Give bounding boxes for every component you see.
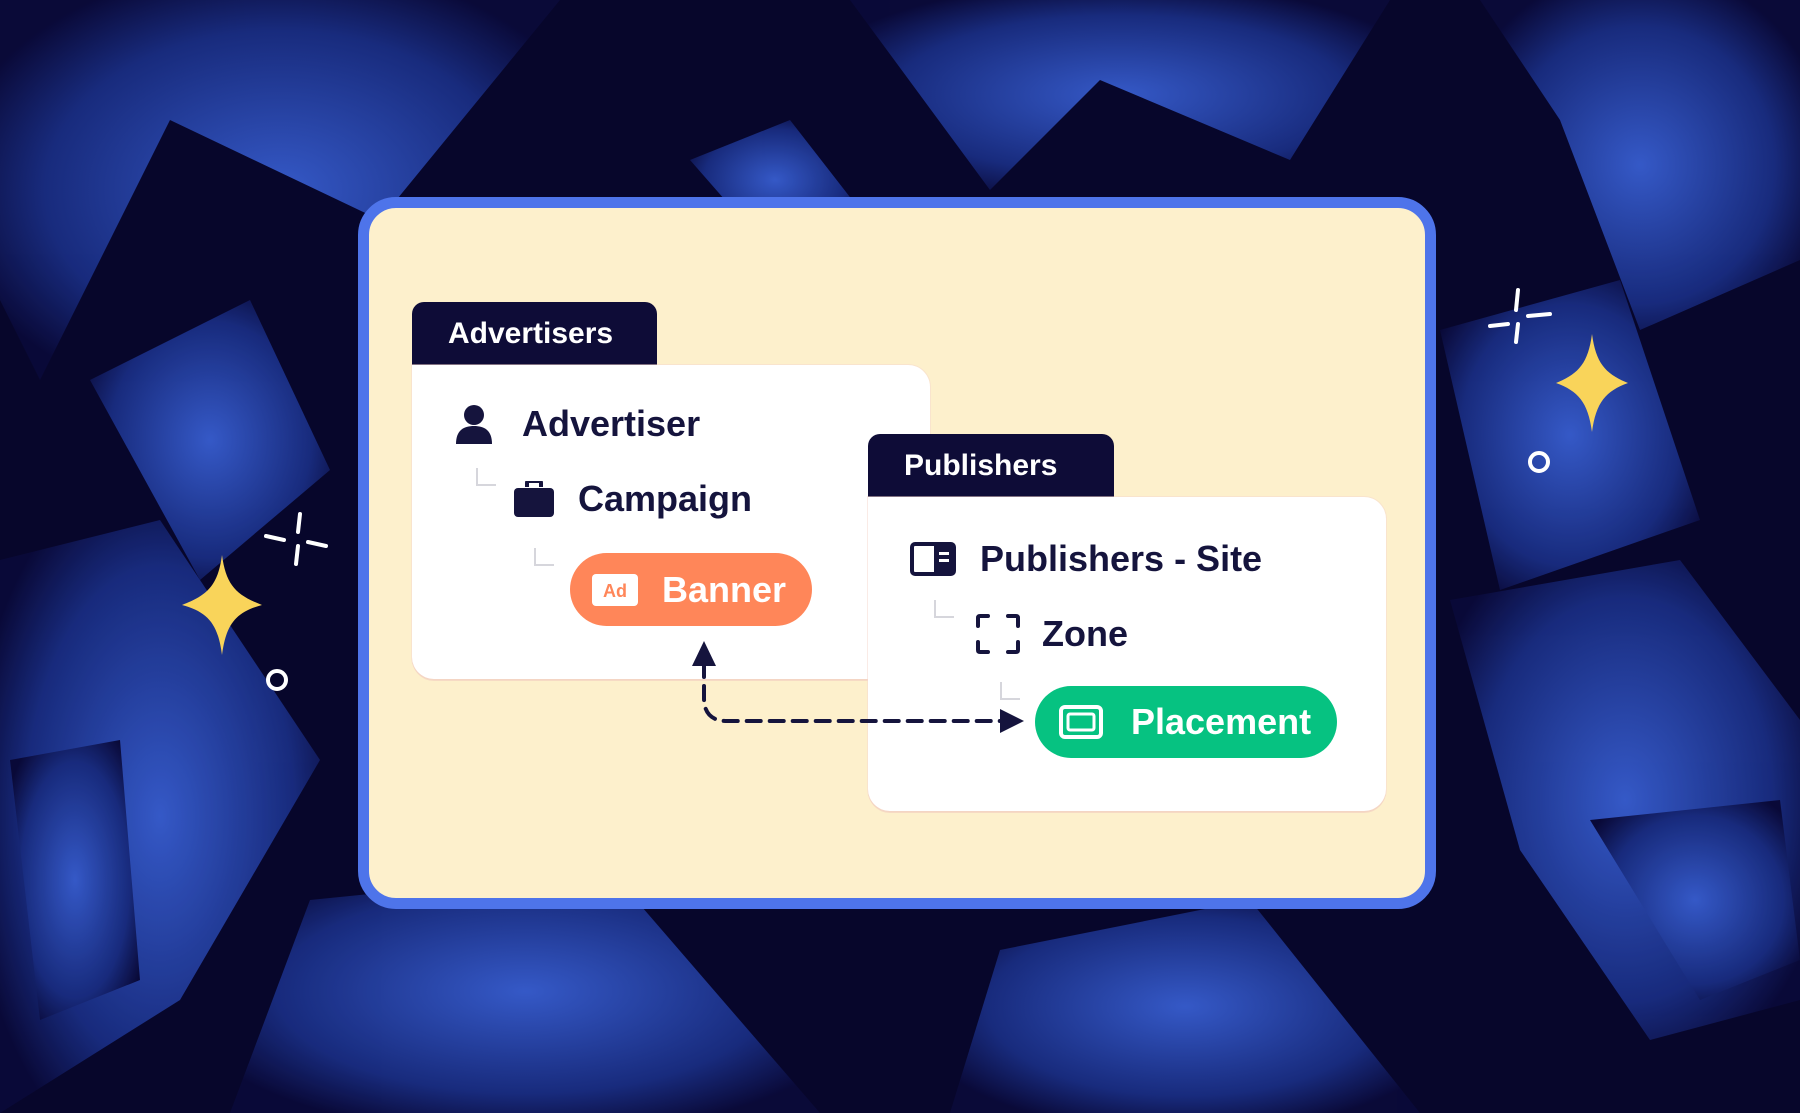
zone-icon [976, 614, 1020, 654]
advertisers-panel [412, 365, 930, 679]
advertiser-label: Advertiser [522, 403, 701, 444]
ring-icon [1528, 451, 1550, 473]
campaign-label: Campaign [578, 478, 753, 519]
tree-connector [1000, 682, 1020, 700]
sparkle-lines-icon [1488, 288, 1552, 344]
sparkle-cluster-right [1488, 288, 1628, 473]
publishers-site-row: Publishers - Site [910, 538, 1262, 580]
tree-connector [534, 548, 554, 566]
star-icon [1556, 334, 1628, 432]
banner-label: Banner [662, 568, 787, 610]
banner-pill[interactable]: Ad Banner [570, 553, 812, 626]
zone-row: Zone [976, 613, 1128, 655]
advertiser-row: Advertiser [456, 403, 700, 445]
person-icon [456, 405, 492, 444]
tree-connector [934, 600, 954, 618]
ad-badge-text: Ad [603, 581, 627, 601]
tab-publishers: Publishers [868, 434, 1114, 498]
sparkle-cluster-left [182, 512, 328, 691]
campaign-row: Campaign [514, 478, 752, 520]
tab-advertisers: Advertisers [412, 302, 657, 366]
placement-pill[interactable]: Placement [1035, 686, 1337, 758]
tree-connector [476, 468, 496, 486]
placement-label: Placement [1131, 701, 1312, 742]
ad-badge-icon: Ad [592, 573, 638, 606]
placement-icon [1059, 705, 1103, 739]
briefcase-icon [514, 481, 554, 517]
publishers-site-label: Publishers - Site [980, 538, 1263, 579]
star-icon [182, 555, 262, 655]
sparkle-lines-icon [264, 512, 328, 566]
ring-icon [266, 669, 288, 691]
site-icon [910, 542, 956, 576]
zone-label: Zone [1042, 613, 1128, 654]
